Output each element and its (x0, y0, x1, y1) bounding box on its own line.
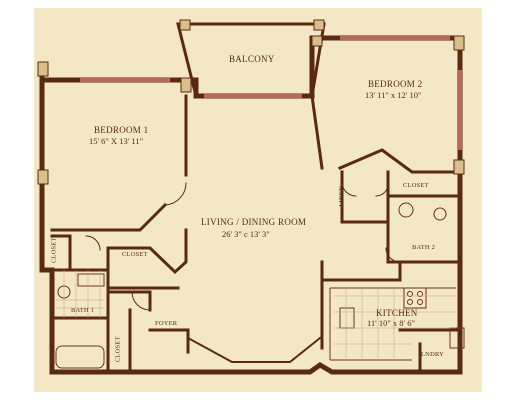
bath1-label: BATH 1 (71, 307, 95, 314)
paper-background (34, 8, 482, 392)
bath2-label: BATH 2 (412, 244, 436, 251)
bath1-wall (50, 268, 110, 374)
toilet-bath2 (433, 207, 447, 221)
bedroom2-wall (310, 94, 462, 174)
bath2-wall (354, 194, 462, 264)
column (453, 159, 465, 175)
foyer-closet-label: CLOSET (114, 336, 122, 363)
living-bay (186, 336, 322, 363)
tile-hatch (56, 270, 456, 360)
bedroom2-label: BEDROOM 2 (368, 79, 423, 89)
lndry-label: LNDRY (421, 351, 445, 358)
tile-grid (56, 270, 456, 360)
bedroom1-dims: 15' 6" X 13' 11" (89, 136, 144, 146)
burner (417, 291, 423, 297)
burner (407, 299, 413, 305)
column (453, 35, 465, 51)
columns (37, 19, 465, 185)
hall-closet-label: CLOSET (122, 251, 148, 258)
column (311, 35, 323, 47)
living-dims: 26' 3" c 13' 3" (222, 229, 270, 239)
column (313, 19, 325, 31)
washer-dryer (449, 327, 465, 349)
balcony-label: BALCONY (229, 54, 275, 64)
linen-label: LINEN (338, 186, 345, 207)
foyer-wall (106, 290, 190, 374)
balcony-rail (176, 22, 326, 98)
kitchen-label: KITCHEN (376, 308, 418, 318)
column (180, 77, 192, 93)
bedroom1-wall (50, 94, 188, 232)
vanity (77, 273, 105, 287)
exterior-wall (39, 35, 463, 375)
bed2-closet-label: CLOSET (403, 182, 429, 189)
foyer-label: FOYER (155, 320, 178, 327)
door-swing (85, 181, 401, 311)
bed1-closet-label: CLOSET (50, 237, 58, 264)
column (37, 61, 49, 77)
bathtub (55, 345, 105, 369)
burner (417, 299, 423, 305)
bedroom1-label: BEDROOM 1 (94, 125, 149, 135)
column (37, 169, 49, 185)
windows (80, 36, 462, 150)
kitchen-dims: 11' 10" x 8' 6" (367, 318, 415, 328)
burner (407, 291, 413, 297)
living-label: LIVING / DINING ROOM (201, 217, 307, 227)
kitchen-wall (320, 260, 462, 374)
sink-bath2 (398, 202, 414, 218)
bedroom2-dims: 13' 11" x 12' 10" (365, 90, 422, 100)
column (179, 19, 191, 31)
